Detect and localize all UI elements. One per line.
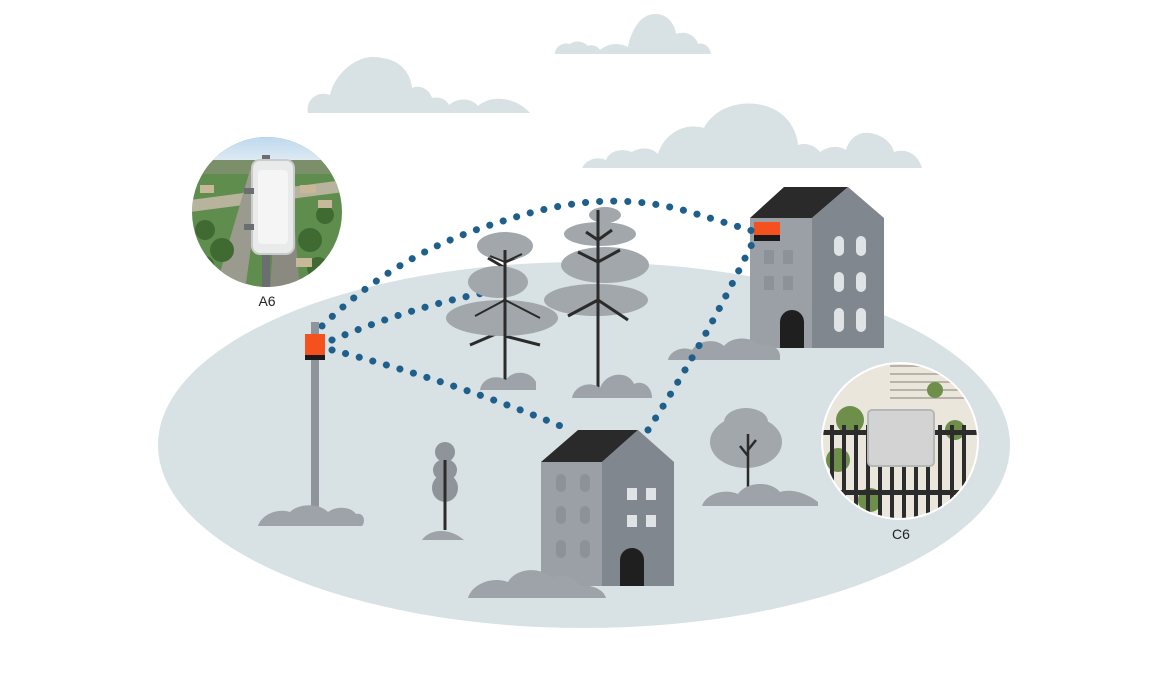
tree-right bbox=[544, 207, 649, 390]
a6-label: A6 bbox=[258, 293, 276, 309]
bush-group-back bbox=[668, 338, 780, 360]
a6-device bbox=[305, 334, 325, 358]
tree-left bbox=[446, 232, 558, 380]
cloud-1 bbox=[307, 56, 530, 113]
c6-photo bbox=[821, 362, 979, 520]
link-a6-to-building-back bbox=[318, 197, 760, 330]
building-front bbox=[468, 430, 674, 598]
cloud-3 bbox=[582, 103, 922, 168]
bushes-under-trees bbox=[480, 372, 652, 398]
a6-pole bbox=[258, 322, 364, 526]
building-back bbox=[750, 187, 884, 348]
link-building-front-to-back bbox=[644, 240, 756, 434]
tree-small-left bbox=[422, 442, 464, 540]
a6-photo bbox=[190, 135, 344, 289]
c6-label: C6 bbox=[892, 526, 910, 542]
link-a6-to-building-front bbox=[328, 346, 574, 434]
tree-small-right bbox=[702, 408, 818, 506]
cloud-2 bbox=[555, 13, 711, 54]
device-on-building bbox=[754, 222, 780, 236]
